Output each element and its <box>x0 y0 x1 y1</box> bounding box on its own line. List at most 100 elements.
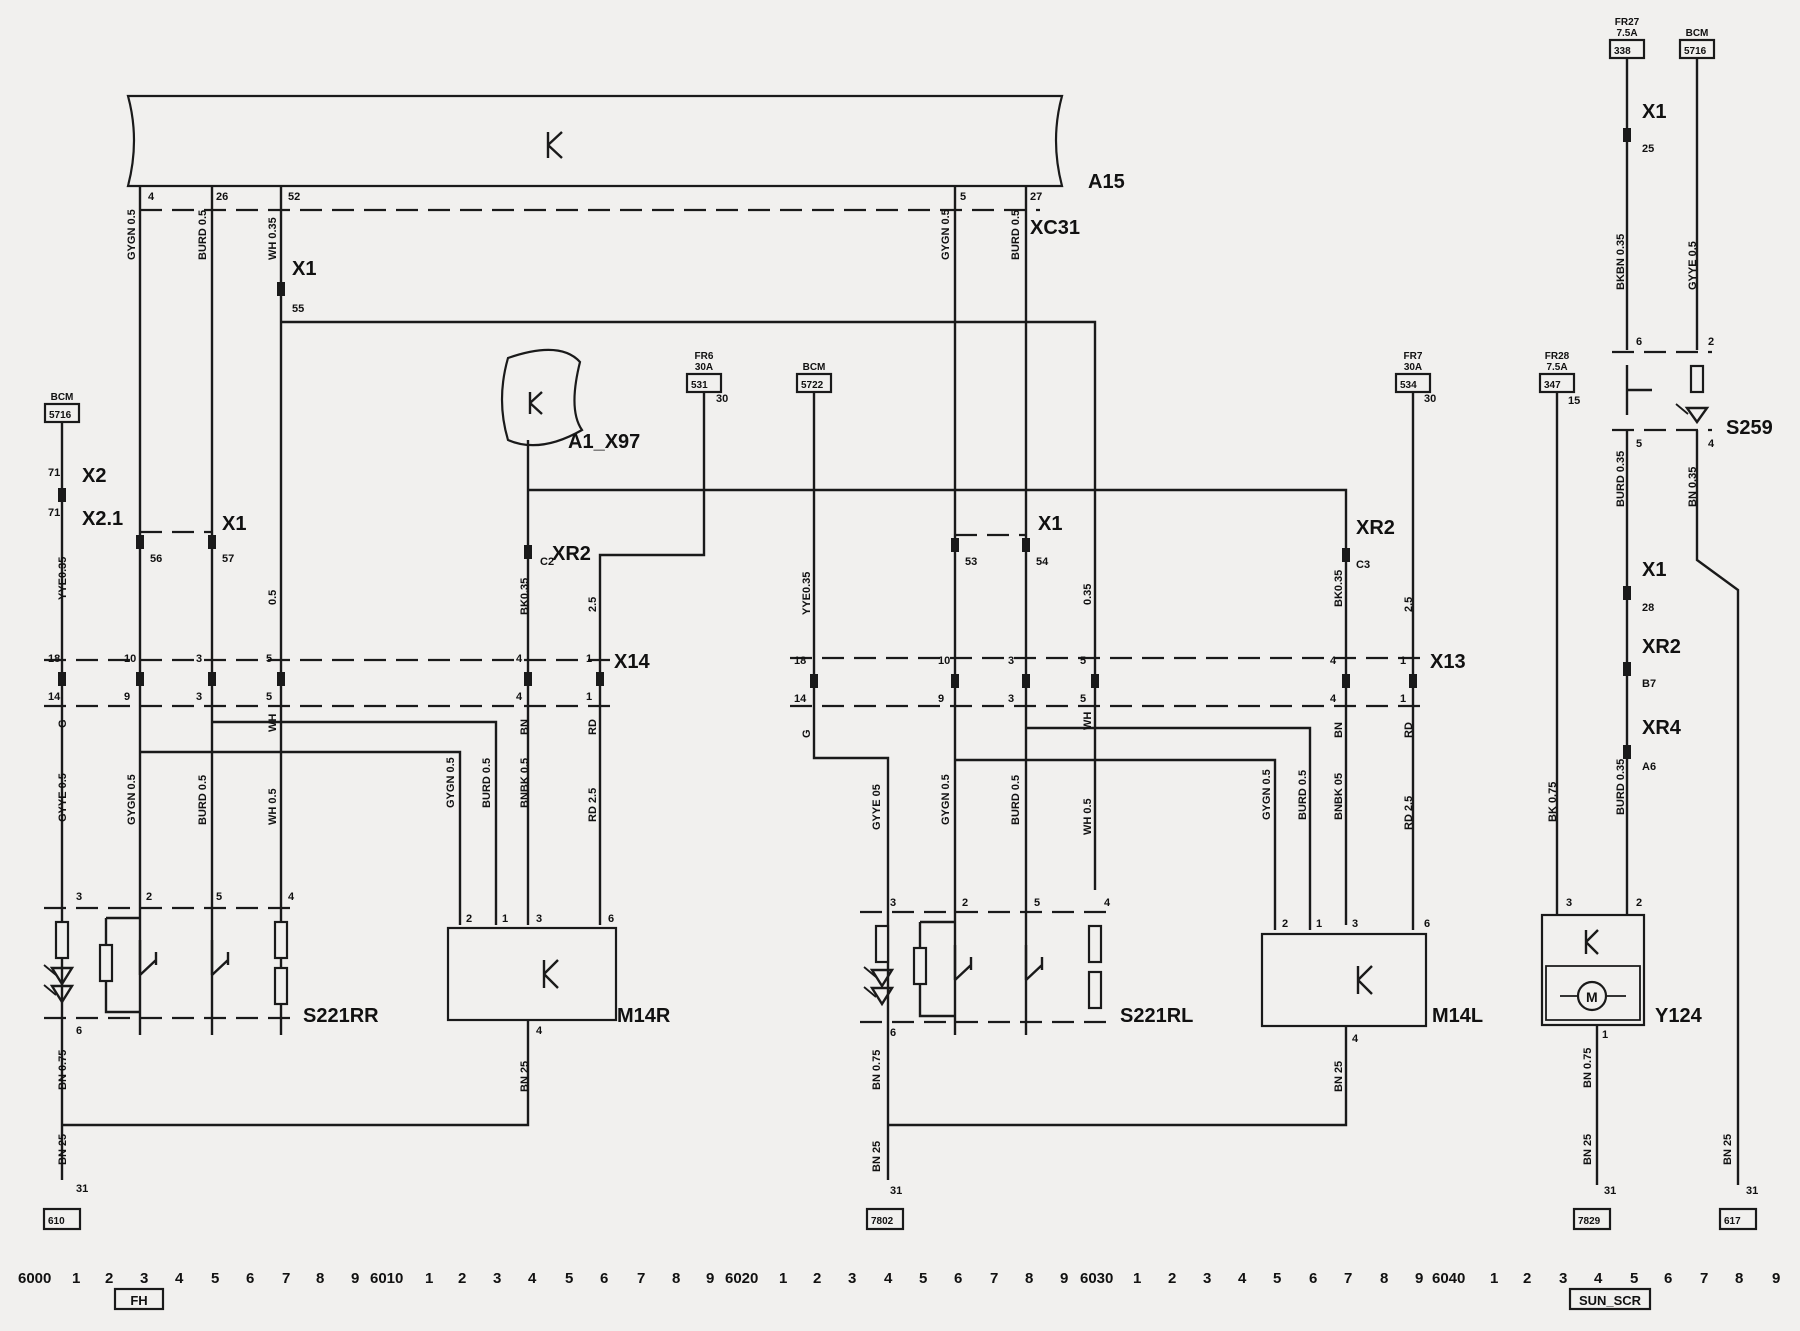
pin-number: 30 <box>716 393 728 405</box>
pin-number: 2 <box>466 913 472 925</box>
connector-label: X2 <box>82 465 106 487</box>
wire-label: GYGN 0.5 <box>1261 769 1273 820</box>
wire-label: BN 0.75 <box>57 1050 69 1090</box>
pin-number: 6 <box>1424 918 1430 930</box>
reference-source: BCM <box>803 362 826 373</box>
wire-label: BN 0.75 <box>871 1050 883 1090</box>
wire-label: BURD 0.5 <box>1297 770 1309 820</box>
motor-m14l <box>1260 932 1428 1028</box>
connector-label: X1 <box>1642 559 1666 581</box>
ground-box <box>1718 1207 1758 1231</box>
pin-number: 4 <box>516 653 523 665</box>
pin-number: 71 <box>48 507 60 519</box>
grid-number: 3 <box>140 1270 148 1287</box>
wire-label: BN 25 <box>1722 1134 1734 1165</box>
pin-number: 5 <box>1034 897 1040 909</box>
component-label: M14R <box>617 1005 671 1027</box>
reference-box <box>43 402 81 424</box>
grid-number: 4 <box>1238 1270 1247 1287</box>
reference-source: BCM <box>51 392 74 403</box>
wire-label: 0.35 <box>1082 584 1094 605</box>
pin-number: 27 <box>1030 191 1042 203</box>
pin-number: 71 <box>48 467 60 479</box>
grid-tag: FH <box>130 1293 147 1308</box>
grid-number: 7 <box>282 1270 290 1287</box>
connector-x13-dashes <box>790 656 1425 708</box>
wire-label: BK0.35 <box>1333 570 1345 607</box>
switch-s221rr <box>43 906 300 1020</box>
grid-number: 6000 <box>18 1270 51 1287</box>
grid-number: 3 <box>1203 1270 1211 1287</box>
pin-number: 5 <box>266 691 272 703</box>
reference-box <box>1608 38 1646 60</box>
wire-label: BN 25 <box>57 1134 69 1165</box>
wire-label: GYGN 0.5 <box>126 209 138 260</box>
pin-number: 5 <box>1636 438 1642 450</box>
pin-number: 5 <box>960 191 966 203</box>
wire-label: WH <box>1082 712 1094 730</box>
grid-number: 3 <box>1559 1270 1567 1287</box>
a15-symbol-icon <box>546 131 563 159</box>
component-label: A15 <box>1088 171 1125 193</box>
grid-number: 4 <box>884 1270 893 1287</box>
wire-label: BN <box>1333 722 1345 738</box>
pin-number: 26 <box>216 191 228 203</box>
ground-id: 7829 <box>1578 1216 1601 1227</box>
pin-number: 2 <box>1282 918 1288 930</box>
pin-number: 4 <box>1104 897 1111 909</box>
ground-box <box>1572 1207 1612 1231</box>
pin-number: 3 <box>536 913 542 925</box>
grid-number: 2 <box>105 1270 113 1287</box>
wire-label: G <box>57 719 69 728</box>
wire-label: G <box>801 729 813 738</box>
pin-number: 6 <box>1636 336 1642 348</box>
pin-number: 28 <box>1642 602 1654 614</box>
ground-box <box>42 1207 82 1231</box>
pin-number: 2 <box>962 897 968 909</box>
wire-label: RD <box>587 719 599 735</box>
pin-number: 1 <box>586 691 592 703</box>
grid-number: 9 <box>1060 1270 1068 1287</box>
pin-number: 9 <box>938 693 944 705</box>
grid-number: 7 <box>1344 1270 1352 1287</box>
ground-id: 7802 <box>871 1216 894 1227</box>
pin-number: 15 <box>1568 395 1580 407</box>
pin-number: 10 <box>938 655 950 667</box>
wire-label: GYYE 0.5 <box>1687 241 1699 290</box>
pin-number: 3 <box>1352 918 1358 930</box>
grid-number: 6030 <box>1080 1270 1113 1287</box>
wire-label: BURD 0.35 <box>1615 759 1627 815</box>
pin-number: 1 <box>1400 655 1406 667</box>
pin-number: 6 <box>608 913 614 925</box>
pin-number: C3 <box>1356 559 1370 571</box>
grid-number: 1 <box>72 1270 80 1287</box>
pin-number: 53 <box>965 556 977 568</box>
pin-number: 31 <box>1746 1185 1758 1197</box>
wire-label: 2.5 <box>587 597 599 612</box>
wire-label: 2.5 <box>1403 597 1415 612</box>
grid-number: 6 <box>246 1270 254 1287</box>
pin-number: 10 <box>124 653 136 665</box>
wire-label: BK 0.75 <box>1547 782 1559 822</box>
component-label: X14 <box>614 651 650 673</box>
grid-number: 7 <box>1700 1270 1708 1287</box>
grid-number: 9 <box>351 1270 359 1287</box>
reference-id: 531 <box>691 380 708 391</box>
wire-label: BK0.35 <box>519 578 531 615</box>
component-label: X13 <box>1430 651 1466 673</box>
grid-number: 1 <box>1133 1270 1141 1287</box>
wire-label: BKBN 0.35 <box>1615 234 1627 290</box>
grid-number: 1 <box>1490 1270 1498 1287</box>
connector-label: X2.1 <box>82 508 123 530</box>
grid-number: 6010 <box>370 1270 403 1287</box>
connector-label: XR2 <box>552 543 591 565</box>
connector-label: XR2 <box>1642 636 1681 658</box>
pin-number: 2 <box>1636 897 1642 909</box>
wire-label: GYYE 0.5 <box>57 773 69 822</box>
pin-number: 1 <box>1316 918 1322 930</box>
component-label: A1_X97 <box>568 431 640 453</box>
pin-number: 4 <box>288 891 295 903</box>
